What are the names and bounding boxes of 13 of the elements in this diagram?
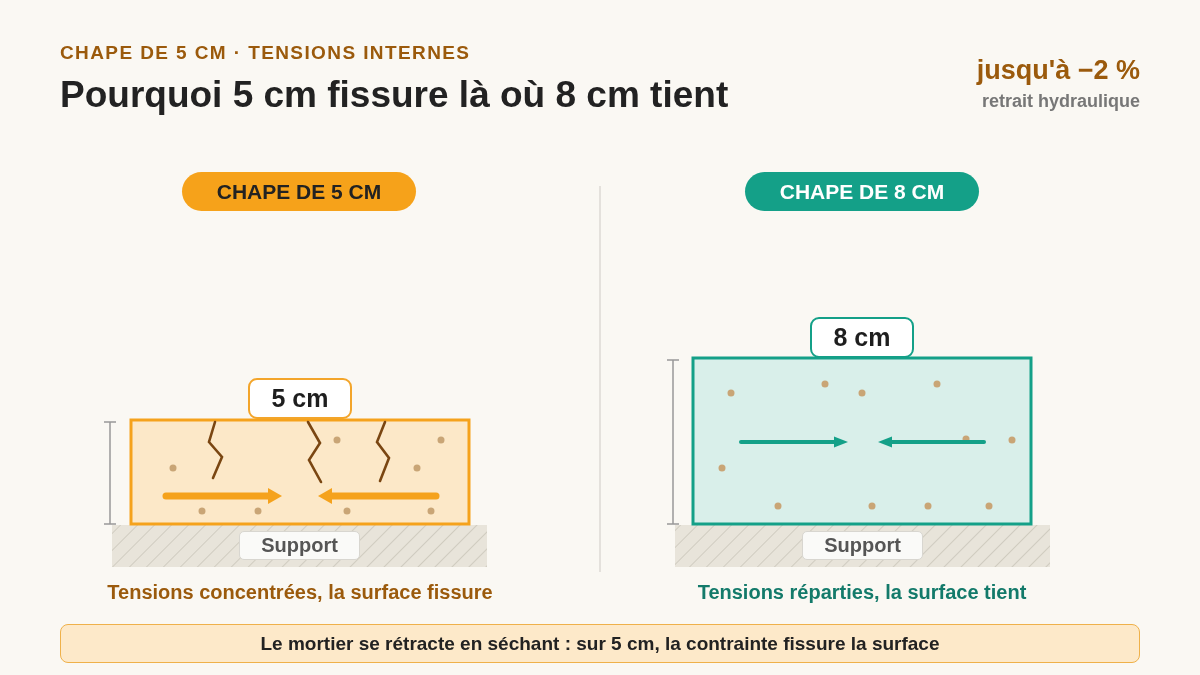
support-label: Support (239, 531, 360, 560)
thickness-label: 8 cm (810, 317, 914, 358)
title: Pourquoi 5 cm fissure là où 8 cm tient (60, 73, 729, 117)
kicker-text: CHAPE DE 5 CM · TENSIONS INTERNES (60, 41, 471, 65)
stat-caption: retrait hydraulique (981, 90, 1140, 112)
note-banner: Le mortier se rétracte en séchant : sur 5 cm, la contrainte fissure la surface (60, 624, 1140, 663)
thickness-label: 5 cm (248, 378, 352, 419)
support-label: Support (802, 531, 923, 560)
section-heading: CHAPE DE 8 CM (745, 172, 979, 211)
stat-value: jusqu'à −2 % (976, 54, 1140, 86)
caption-text: Tensions réparties, la surface tient (696, 580, 1028, 605)
caption-text: Tensions concentrées, la surface fissure (106, 580, 494, 605)
section-heading: CHAPE DE 5 CM (182, 172, 416, 211)
